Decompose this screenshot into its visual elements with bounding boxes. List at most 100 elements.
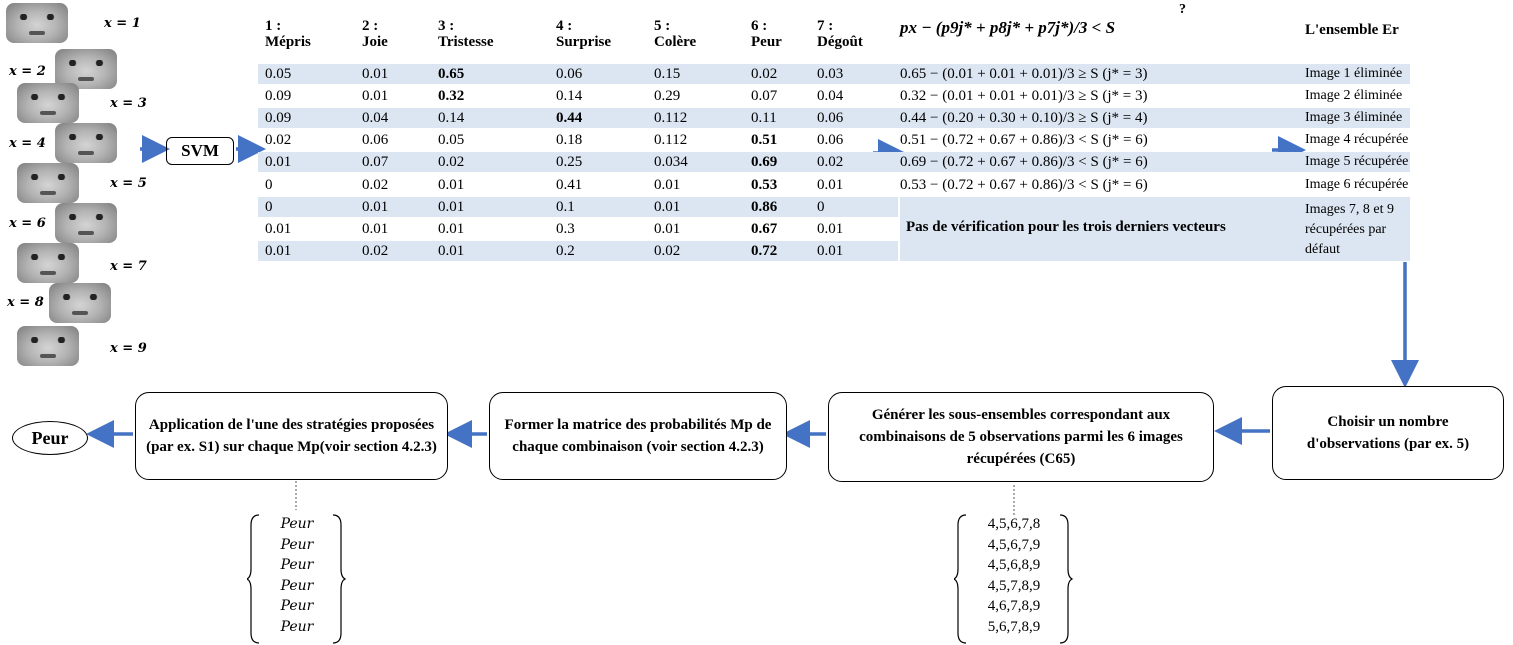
table-cell: 0.01 [265,243,292,259]
table-cell: 0.01 [362,66,389,82]
table-cell: 0.034 [654,154,688,170]
table-cell: 0.44 [556,110,583,126]
table-header-6: 6 : Peur [751,18,782,50]
face-label-8: x = 8 [7,295,44,310]
no-check-note: Pas de vérification pour les trois derni… [906,219,1226,235]
table-header-3: 3 : Tristesse [438,18,494,50]
combination-item: 4,5,6,8,9 [987,557,1041,573]
verification-row: 0.51 − (0.72 + 0.67 + 0.86)/3 < S (j* = … [900,132,1148,148]
face-label-5: x = 5 [110,176,147,191]
ensemble-result: Image 2 éliminée [1305,88,1403,103]
table-header-7: 7 : Dégoût [817,18,863,50]
table-header-1: 1 : Mépris [265,18,311,50]
strategy-brace [247,514,347,644]
table-cell: 0.01 [438,199,465,215]
generate-subsets-box: Générer les sous-ensembles correspondant… [828,392,1214,482]
table-cell: 0.01 [265,221,292,237]
table-cell: 0.07 [751,88,778,104]
table-cell: 0.01 [265,154,292,170]
table-cell: 0.06 [817,132,844,148]
face-label-9: x = 9 [110,341,147,356]
strategy-text: Application de l'une des stratégies prop… [146,417,437,455]
formula-header-text: px − (p9j* + p8j* + p7j*)/3 < S [900,18,1116,37]
table-cell: 0.05 [438,132,465,148]
table-cell: 0.01 [362,88,389,104]
face-label-4: x = 4 [9,136,46,151]
strategy-output-item: Peur [280,577,314,594]
row-band-5 [258,152,1298,172]
strategy-output-item: Peur [280,618,314,635]
table-cell: 0.02 [654,243,681,259]
combination-item: 4,6,7,8,9 [987,598,1041,614]
table-cell: 0.07 [362,154,389,170]
table-cell: 0.14 [556,88,583,104]
face-image-5 [17,163,79,203]
face-label-1: x = 1 [104,16,141,31]
table-cell: 0.01 [438,221,465,237]
table-cell: 0.11 [751,110,777,126]
strategy-output-item: Peur [280,536,314,553]
verification-row: 0.32 − (0.01 + 0.01 + 0.01)/3 ≥ S (j* = … [900,88,1148,104]
combination-list: 4,5,6,7,8 4,5,6,7,9 4,5,6,8,9 4,5,7,8,9 4,6,… [964,516,1064,639]
table-cell: 0.65 [438,66,465,82]
combination-item: 4,5,6,7,8 [987,516,1041,532]
face-image-3 [17,83,79,123]
verification-row: 0.65 − (0.01 + 0.01 + 0.01)/3 ≥ S (j* = … [900,66,1148,82]
table-cell: 0.09 [265,110,292,126]
table-cell: 0.29 [654,88,681,104]
probability-matrix-text: Former la matrice des probabilités Mp de… [504,417,772,455]
table-cell: 0.01 [654,177,681,193]
strategy-output-item: Peur [280,598,314,614]
table-cell: 0.04 [817,88,844,104]
table-cell: 0.02 [362,177,389,193]
question-mark: ? [1179,2,1186,17]
combination-item: 4,5,7,8,9 [987,577,1041,594]
face-image-4 [55,123,117,163]
face-image-2 [55,49,117,89]
table-cell: 0.18 [556,132,583,148]
table-cell: 0 [265,177,273,193]
result-oval: Peur [12,421,88,455]
probability-matrix-box: Former la matrice des probabilités Mp de… [489,392,787,480]
table-header-4: 4 : Surprise [556,18,612,50]
table-header-2: 2 : Joie [362,18,388,50]
ensemble-result: Image 5 récupérée [1305,154,1409,169]
table-cell: 0.86 [751,199,778,215]
table-cell: 0.41 [556,177,583,193]
ensemble-band-5 [1298,152,1410,172]
note-band [900,197,1298,261]
row-band-1 [258,64,1298,84]
default-note: Images 7, 8 et 9 récupérées par défaut [1305,202,1395,257]
table-cell: 0.67 [751,221,778,237]
table-cell: 0.01 [654,199,681,215]
combination-item: 4,5,6,7,9 [987,536,1041,553]
verification-row: 0.44 − (0.20 + 0.30 + 0.10)/3 ≥ S (j* = … [900,110,1148,126]
table-cell: 0.01 [654,221,681,237]
table-cell: 0.01 [438,177,465,193]
table-cell: 0.01 [362,199,389,215]
combination-item: 5,6,7,8,9 [987,618,1041,635]
table-cell: 0.2 [556,243,575,259]
formula-header: px − (p9j* + p8j* + p7j*)/3 < S [900,18,1115,38]
table-cell: 0.03 [817,66,844,82]
table-cell: 0.25 [556,154,583,170]
ensemble-band-default [1298,197,1410,261]
table-cell: 0.112 [654,132,688,148]
ensemble-result: Image 1 éliminée [1305,66,1403,81]
face-image-8 [49,283,111,323]
face-image-7 [17,243,79,283]
table-cell: 0 [817,199,825,215]
table-cell: 0.53 [751,177,778,193]
table-cell: 0.05 [265,66,292,82]
table-cell: 0.72 [751,243,778,259]
table-cell: 0.14 [438,110,465,126]
table-cell: 0.02 [438,154,465,170]
table-cell: 0.51 [751,132,778,148]
face-image-9 [17,326,79,366]
table-cell: 0.15 [654,66,681,82]
table-cell: 0.02 [362,243,389,259]
table-cell: 0 [265,199,273,215]
generate-subsets-text: Générer les sous-ensembles correspondant… [859,407,1183,467]
table-header-5: 5 : Colère [654,18,697,50]
